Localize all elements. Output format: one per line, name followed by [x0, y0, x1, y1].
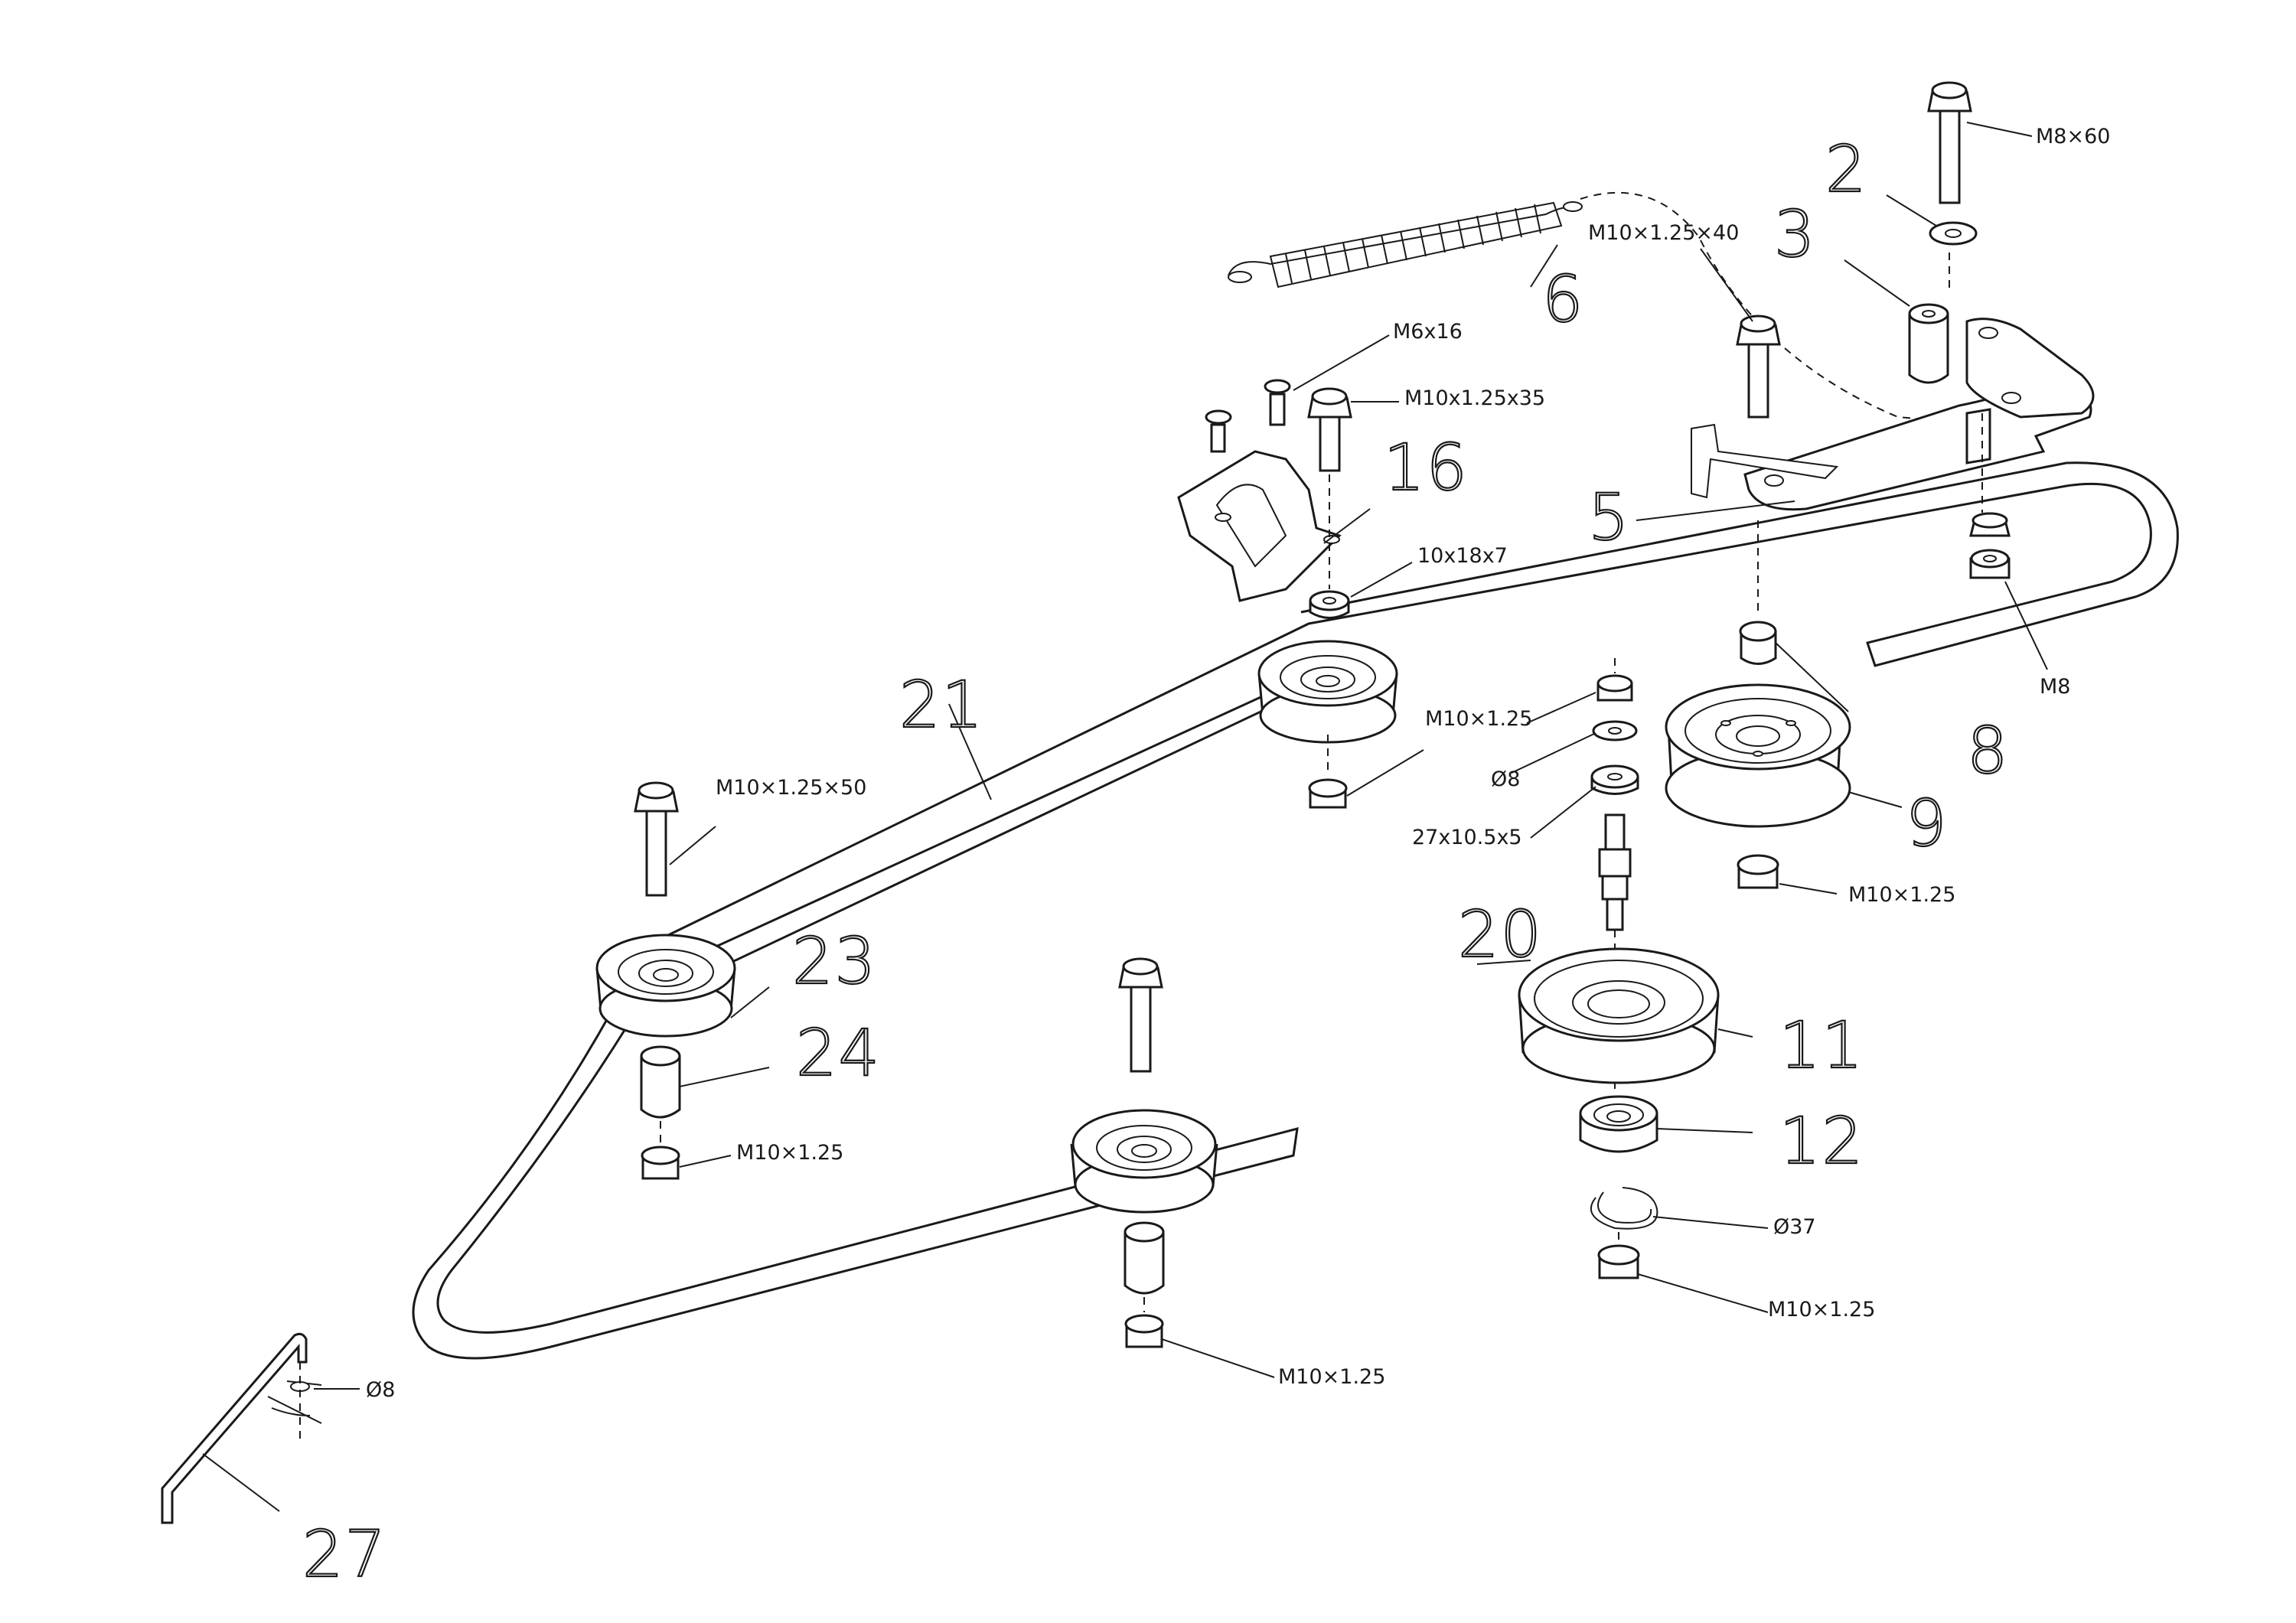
label-m10x125x40: M10×1.25×40 [1588, 221, 1739, 245]
bolt-m8x60 [1927, 81, 1972, 291]
label-d37: Ø37 [1773, 1215, 1816, 1239]
pulley-23 [595, 934, 736, 1038]
label-m8: M8 [2040, 675, 2070, 699]
mount-bracket-16 [1177, 450, 1342, 602]
nut-bottom-right [1597, 1244, 1640, 1279]
nut-m8 [1969, 512, 2011, 579]
label-m10x125-center: M10×1.25 [1425, 707, 1532, 731]
label-d8-left: Ø8 [366, 1378, 395, 1402]
callout-2: 2 [1825, 132, 1867, 207]
pulley-bottom [1070, 1109, 1218, 1214]
label-m10x125-left: M10×1.25 [736, 1141, 843, 1165]
spacer-bottom [1124, 1221, 1165, 1312]
pulley-11 [1518, 947, 1720, 1084]
drive-belt [412, 461, 2179, 1360]
spacer-24 [640, 1045, 681, 1144]
bolt-m10x125x50 [634, 781, 679, 897]
label-m10x125x50: M10×1.25×50 [716, 776, 866, 800]
bearing-12 [1579, 1095, 1658, 1153]
washer-2 [1929, 221, 1978, 246]
label-m6x16: M6x16 [1393, 320, 1463, 344]
pulley-center [1257, 640, 1398, 809]
callout-11: 11 [1779, 1008, 1864, 1083]
spacer-tube [1908, 303, 1949, 384]
circlip-d37 [1590, 1187, 1658, 1251]
leader-lines [202, 122, 2048, 1512]
callout-5: 5 [1588, 480, 1630, 555]
label-m10x125-pulley9: M10×1.25 [1848, 883, 1955, 907]
tension-spring [1228, 191, 1991, 425]
label-d8-center: Ø8 [1491, 768, 1520, 791]
callout-23: 23 [792, 924, 877, 999]
label-m10x125x35: M10x1.25x35 [1404, 386, 1545, 410]
label-m10x125-bottom: M10×1.25 [1278, 1365, 1385, 1389]
callout-12: 12 [1779, 1103, 1864, 1178]
callout-24: 24 [796, 1015, 881, 1090]
pulley-9 [1665, 621, 1851, 828]
callout-16: 16 [1384, 430, 1469, 505]
washer-10x18x7 [1309, 590, 1350, 619]
nut-left [641, 1146, 680, 1180]
label-m10x125-bottom-right: M10×1.25 [1768, 1298, 1875, 1322]
nut-pulley-9 [1737, 854, 1779, 889]
callout-20: 20 [1458, 897, 1543, 972]
bolt-m6x16 [1205, 379, 1291, 453]
shaft-stack-20 [1590, 658, 1639, 1094]
callout-6: 6 [1542, 262, 1584, 337]
callout-21: 21 [899, 667, 984, 742]
nut-bottom [1124, 1314, 1164, 1348]
callout-9: 9 [1906, 786, 1948, 861]
label-m8x60: M8×60 [2036, 125, 2110, 148]
callout-8: 8 [1967, 713, 2009, 788]
rod-27 [161, 1332, 322, 1524]
bolt-bottom-pulley [1118, 957, 1163, 1073]
bolt-m10x125x35 [1307, 387, 1352, 589]
label-washer-27x105x5: 27x10.5x5 [1412, 826, 1522, 849]
label-washer-10x18x7: 10x18x7 [1417, 544, 1508, 568]
bolt-m10x125x40 [1736, 314, 1781, 616]
callout-3: 3 [1774, 197, 1816, 272]
callout-27: 27 [302, 1517, 387, 1592]
